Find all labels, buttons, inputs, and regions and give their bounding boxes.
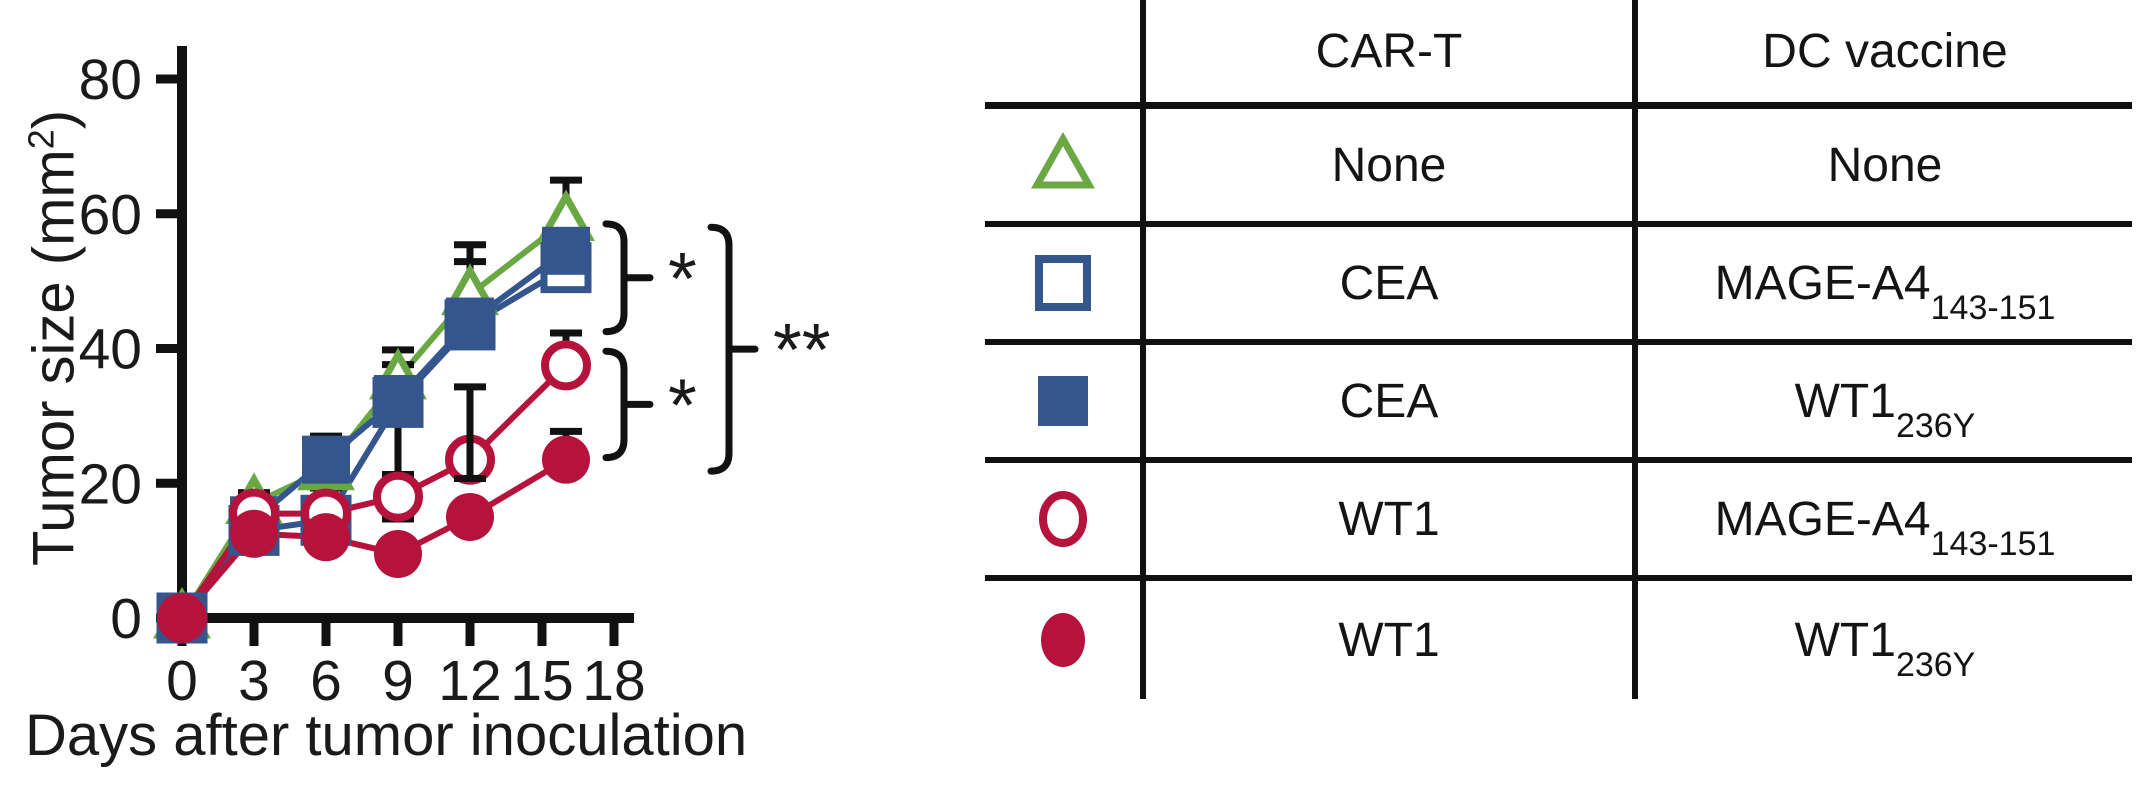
filled-circle-marker — [446, 492, 494, 541]
legend-row-wt1-mage: WT1 MAGE-A4143-151 — [985, 460, 2132, 581]
x-tick-label: 3 — [238, 649, 270, 713]
x-tick-label: 9 — [382, 649, 414, 713]
legend-row-wt1-wt1: WT1 WT1236Y — [985, 578, 2132, 699]
dc-vaccine-name: None — [1827, 138, 1943, 192]
legend-cell-car-t: WT1 — [1140, 460, 1638, 581]
legend-cell-car-t: CEA — [1140, 342, 1638, 463]
y-tick-label: 60 — [79, 183, 142, 247]
x-tick-label: 15 — [510, 649, 573, 713]
legend-row-none-none: None None — [985, 105, 2132, 227]
legend-header-dc-vaccine: DC vaccine — [1635, 0, 2132, 109]
y-axis-label-close: ) — [21, 109, 87, 130]
x-tick-label: 6 — [310, 649, 342, 713]
legend-cell-dc-vaccine: MAGE-A4143-151 — [1635, 224, 2132, 345]
significance-label: * — [668, 363, 697, 446]
y-tick-label: 0 — [110, 587, 142, 651]
dc-vaccine-subscript: 236Y — [1895, 407, 1976, 446]
filled-circle-marker — [302, 513, 350, 562]
open-square-icon — [1034, 255, 1091, 311]
error-bars — [238, 176, 582, 523]
dc-vaccine-name: MAGE-A4 — [1714, 256, 1931, 310]
series-markers-filled-circle — [158, 435, 590, 642]
y-tick-label: 80 — [79, 48, 142, 112]
legend-header-row: CAR-T DC vaccine — [985, 0, 2132, 109]
y-tick-label: 20 — [79, 452, 142, 516]
legend-table: CAR-T DC vaccine None None CEA MAGE-A414… — [985, 0, 2132, 699]
series-line-open-square — [179, 265, 568, 620]
filled-circle-icon — [1040, 613, 1085, 667]
legend-header-marker-cell — [985, 0, 1143, 109]
filled-circle-marker — [230, 509, 278, 558]
filled-square-icon — [1037, 376, 1088, 426]
legend-cell-dc-vaccine: WT1236Y — [1635, 342, 2132, 463]
y-axis-label: Tumor size (mm2) — [20, 110, 87, 566]
dc-vaccine-subscript: 143-151 — [1930, 289, 2056, 328]
y-tick-label: 40 — [79, 318, 142, 382]
significance-bracket: * — [602, 347, 697, 462]
filled-circle-marker — [158, 594, 206, 642]
filled-square-marker — [542, 226, 590, 275]
significance-label: ** — [773, 308, 831, 391]
legend-cell-dc-vaccine: MAGE-A4143-151 — [1635, 460, 2132, 581]
y-axis-label-superscript: 2 — [20, 129, 62, 150]
series-line-filled-square — [179, 248, 568, 620]
overlay-error-bars — [454, 383, 486, 483]
legend-cell-dc-vaccine: None — [1635, 105, 2132, 227]
legend-cell-car-t: None — [1140, 105, 1638, 227]
filled-circle-marker — [374, 529, 422, 578]
legend-cell-car-t: WT1 — [1140, 578, 1638, 699]
legend-header-car-t: CAR-T — [1140, 0, 1638, 109]
x-tick-label: 12 — [438, 649, 501, 713]
filled-square-marker — [374, 375, 422, 424]
open-triangle-icon — [1030, 131, 1095, 189]
dc-vaccine-name: WT1 — [1794, 374, 1896, 428]
filled-square-marker — [446, 297, 494, 346]
significance-label: * — [668, 237, 697, 320]
significance-bracket: * — [602, 220, 697, 336]
dc-vaccine-subscript: 143-151 — [1930, 525, 2056, 564]
legend-cell-dc-vaccine: WT1236Y — [1635, 578, 2132, 699]
y-axis-label-text: Tumor size (mm — [21, 149, 87, 567]
dc-vaccine-name: WT1 — [1794, 613, 1896, 667]
dc-vaccine-subscript: 236Y — [1895, 646, 1976, 685]
filled-circle-marker — [542, 435, 590, 484]
open-circle-marker — [373, 471, 423, 522]
dc-vaccine-name: MAGE-A4 — [1714, 492, 1931, 546]
legend-cell-car-t: CEA — [1140, 224, 1638, 345]
open-circle-icon — [1038, 491, 1087, 547]
legend-row-cea-wt1: CEA WT1236Y — [985, 342, 2132, 463]
filled-square-marker — [302, 435, 350, 484]
x-tick-label: 0 — [166, 649, 198, 713]
x-tick-label: 18 — [582, 649, 645, 713]
significance-bracket: ** — [707, 223, 831, 475]
x-axis-label: Days after tumor inoculation — [25, 703, 748, 768]
legend-row-cea-mage: CEA MAGE-A4143-151 — [985, 224, 2132, 345]
open-circle-marker — [541, 340, 591, 391]
